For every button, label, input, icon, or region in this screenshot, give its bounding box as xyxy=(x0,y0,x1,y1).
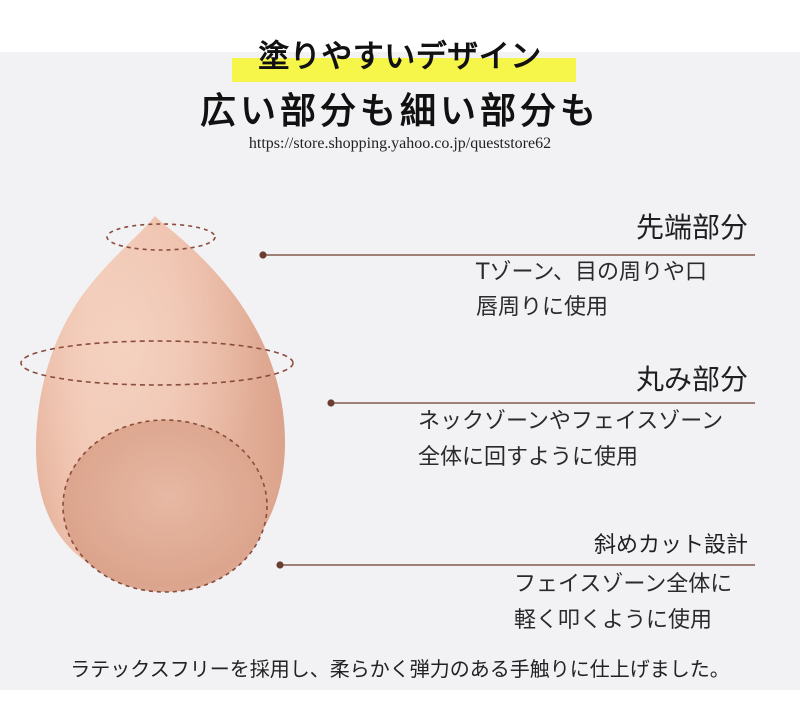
feature-text-cut-line-2: 軽く叩くように使用 xyxy=(514,608,713,633)
feature-title-tip: 先端部分 xyxy=(635,211,748,244)
headline-primary: 塗りやすいデザイン xyxy=(258,39,542,75)
bottom-background xyxy=(0,690,800,708)
feature-title-cut: 斜めカット設計 xyxy=(593,533,748,558)
feature-text-tip-line-2: 唇周りに使用 xyxy=(476,295,609,320)
headline-secondary: 広い部分も細い部分も xyxy=(199,91,600,132)
top-background xyxy=(0,0,800,52)
feature-text-cut-line-1: フェイスゾーン全体に xyxy=(514,572,733,597)
feature-text-round-line-2: 全体に回すように使用 xyxy=(418,445,639,470)
store-url: https://store.shopping.yahoo.co.jp/quest… xyxy=(248,135,552,152)
headline-highlight-bar xyxy=(232,58,576,82)
feature-text-round-line-1: ネックゾーンやフェイスゾーン xyxy=(418,409,724,434)
bottom-caption: ラテックスフリーを採用し、柔らかく弾力のある手触りに仕上げました。 xyxy=(70,657,730,681)
feature-title-round: 丸み部分 xyxy=(635,363,748,396)
feature-text-tip-line-1: Tゾーン、目の周りや口 xyxy=(476,260,708,285)
